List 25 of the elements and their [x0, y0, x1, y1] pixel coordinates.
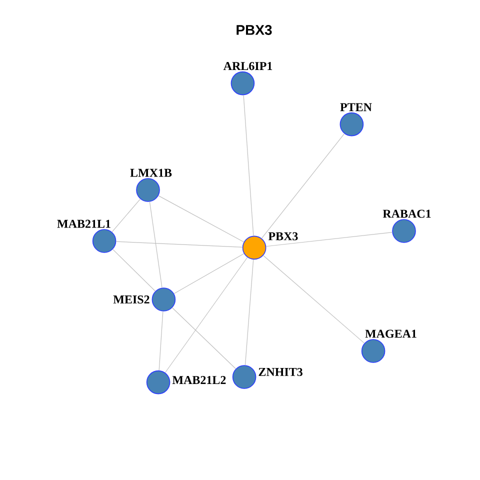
node-label: PBX3: [268, 232, 298, 240]
connector-line: [262, 255, 365, 344]
connector-line: [266, 232, 392, 247]
node-label: LMX1B: [130, 168, 172, 177]
connector-line: [174, 253, 244, 294]
connector-line: [112, 198, 141, 232]
connector-line: [243, 94, 254, 236]
title: PBX3: [236, 25, 272, 35]
node-label: MAB21L1: [57, 220, 110, 228]
connector-line: [158, 195, 244, 242]
node-label: PTEN: [340, 103, 372, 112]
node-label: MEIS2: [113, 295, 150, 304]
connector-line: [116, 241, 243, 248]
connector-line: [112, 249, 156, 292]
connector-line: [149, 201, 162, 288]
connector-line: [158, 311, 164, 371]
connector-line: [172, 307, 236, 370]
connector-line: [261, 133, 345, 239]
node-label: ZNHIT3: [258, 368, 302, 376]
node-label: RABAC1: [382, 210, 431, 218]
node-label: ARL6IP1: [223, 62, 272, 70]
connector-line: [244, 259, 254, 366]
node-label: MAB21L2: [172, 376, 226, 384]
node-label: MAGEA1: [365, 330, 416, 338]
connector-line: [164, 257, 248, 373]
